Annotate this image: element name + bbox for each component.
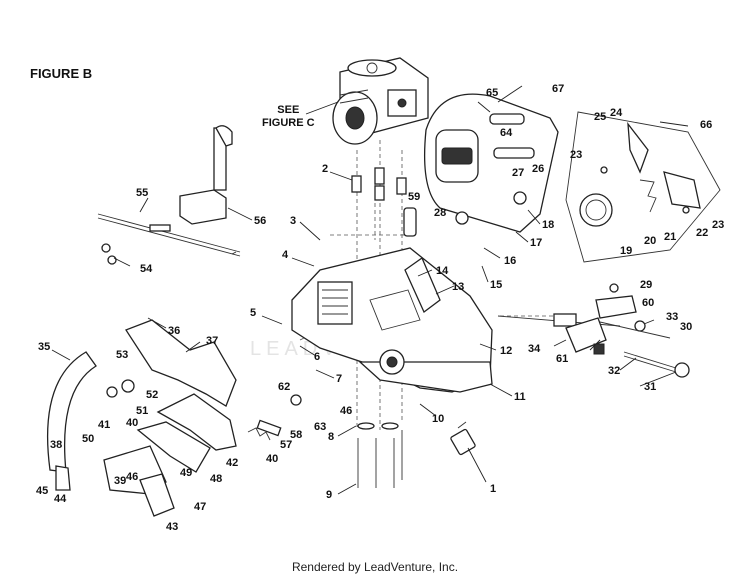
callout-43: 43 — [166, 521, 178, 533]
callout-46a: 46 — [126, 471, 138, 483]
callout-66: 66 — [700, 119, 712, 131]
callout-40b: 40 — [266, 453, 278, 465]
callout-35: 35 — [38, 341, 50, 353]
callout-37: 37 — [206, 335, 218, 347]
callout-48: 48 — [210, 473, 222, 485]
callout-45: 45 — [36, 485, 48, 497]
callout-labels: 1 2 3 4 5 6 7 8 9 10 11 12 13 14 15 16 1… — [36, 83, 724, 533]
callout-26: 26 — [532, 163, 544, 175]
callout-51: 51 — [136, 405, 148, 417]
callout-32: 32 — [608, 365, 620, 377]
crankcase-housing — [291, 247, 493, 393]
mounting-bolts — [357, 422, 403, 488]
callout-25: 25 — [594, 111, 606, 123]
callout-46b: 46 — [340, 405, 352, 417]
callout-11: 11 — [514, 391, 526, 403]
callout-18: 18 — [542, 219, 554, 231]
throttle-linkage — [497, 283, 690, 378]
callout-52: 52 — [146, 389, 158, 401]
callout-38: 38 — [50, 439, 62, 451]
callout-27: 27 — [512, 167, 524, 179]
callout-36: 36 — [168, 325, 180, 337]
footer-credit: Rendered by LeadVenture, Inc. — [291, 560, 459, 574]
callout-14: 14 — [436, 265, 449, 277]
front-handle-bar — [47, 351, 97, 491]
callout-17: 17 — [530, 237, 542, 249]
callout-67: 67 — [552, 83, 564, 95]
callout-63: 63 — [314, 421, 326, 433]
callout-13: 13 — [452, 281, 464, 293]
callout-3: 3 — [290, 215, 296, 227]
callout-34: 34 — [528, 343, 541, 355]
callout-8: 8 — [328, 431, 334, 443]
oil-cap — [450, 421, 476, 456]
figure-reference: SEE FIGURE C — [262, 104, 315, 130]
callout-58: 58 — [290, 429, 302, 441]
callout-57: 57 — [280, 439, 292, 451]
callout-31: 31 — [644, 381, 656, 393]
callout-22: 22 — [696, 227, 708, 239]
callout-55: 55 — [136, 187, 148, 199]
callout-23b: 23 — [712, 219, 724, 231]
callout-23a: 23 — [570, 149, 582, 161]
callout-28: 28 — [434, 207, 446, 219]
rear-handle — [403, 93, 559, 237]
reference-line-2: FIGURE C — [262, 117, 315, 129]
callout-24: 24 — [610, 107, 623, 119]
callout-62: 62 — [278, 381, 290, 393]
side-cover-assembly — [103, 319, 302, 517]
callout-29: 29 — [640, 279, 652, 291]
engine-screws — [351, 167, 407, 201]
callout-44: 44 — [54, 493, 67, 505]
callout-47: 47 — [194, 501, 206, 513]
callout-39: 39 — [114, 475, 126, 487]
callout-30: 30 — [680, 321, 692, 333]
throttle-rod — [97, 213, 241, 257]
callout-65: 65 — [486, 87, 498, 99]
callout-64: 64 — [500, 127, 513, 139]
callout-41: 41 — [98, 419, 110, 431]
callout-5: 5 — [250, 307, 256, 319]
callout-53: 53 — [116, 349, 128, 361]
engine-assembly — [332, 57, 429, 145]
callout-12: 12 — [500, 345, 512, 357]
callout-40a: 40 — [126, 417, 138, 429]
callout-15: 15 — [490, 279, 502, 291]
callout-59: 59 — [408, 191, 420, 203]
callout-7: 7 — [336, 373, 342, 385]
callout-50: 50 — [82, 433, 94, 445]
callout-2: 2 — [322, 163, 328, 175]
callout-6: 6 — [314, 351, 320, 363]
callout-21: 21 — [664, 231, 676, 243]
callout-1: 1 — [490, 483, 496, 495]
callout-33: 33 — [666, 311, 678, 323]
callout-16: 16 — [504, 255, 516, 267]
leader-lines — [51, 85, 689, 495]
callout-61: 61 — [556, 353, 568, 365]
ignition-module — [179, 125, 233, 225]
callout-9: 9 — [326, 489, 332, 501]
callout-42: 42 — [226, 457, 238, 469]
figure-title: FIGURE B — [30, 66, 93, 81]
callout-10: 10 — [432, 413, 444, 425]
spring-54 — [101, 243, 117, 265]
callout-60: 60 — [642, 297, 654, 309]
reference-line-1: SEE — [277, 104, 300, 116]
callout-56: 56 — [254, 215, 266, 227]
callout-19: 19 — [620, 245, 632, 257]
callout-20: 20 — [644, 235, 656, 247]
throttle-trigger-box — [565, 111, 721, 263]
callout-49: 49 — [180, 467, 192, 479]
callout-54: 54 — [140, 263, 153, 275]
callout-4: 4 — [282, 249, 289, 261]
